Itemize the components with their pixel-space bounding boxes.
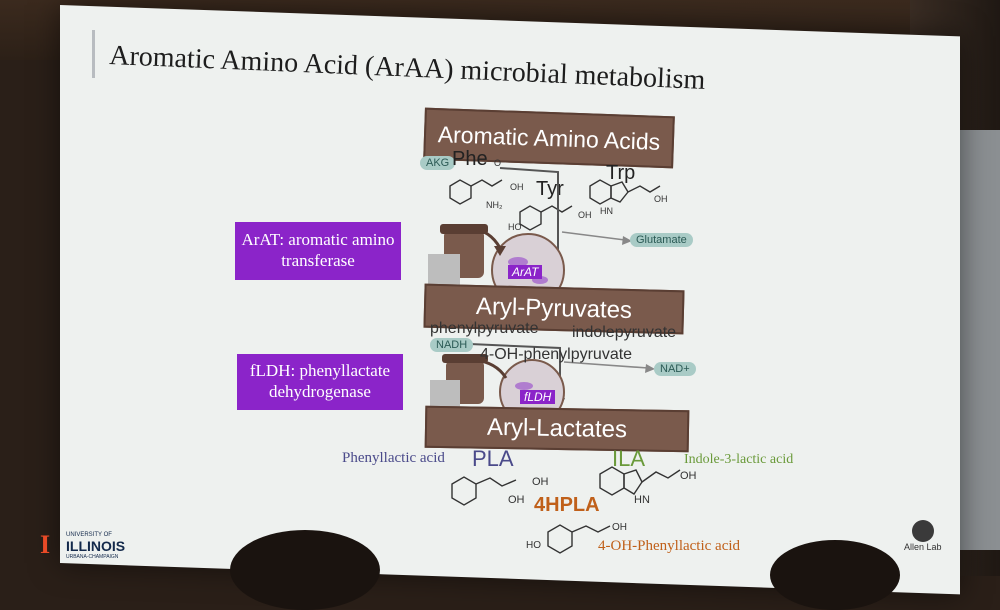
- allen-lab-logo: Allen Lab: [904, 520, 944, 560]
- chem-oh-pla: OH: [532, 476, 549, 488]
- phenyllactic-acid-label: Phenyllactic acid: [342, 450, 445, 467]
- hpla-chain-icon: [572, 526, 610, 532]
- glutamate-pill: Glutamate: [630, 233, 693, 247]
- aryl-lactates-box: Aryl-Lactates: [425, 406, 690, 453]
- fldh-enzyme-box: fLDH: phenyllactate dehydrogenase: [237, 354, 403, 410]
- chem-nh2-phe: NH₂: [486, 200, 503, 210]
- univ-big-text: ILLINOIS: [66, 538, 125, 554]
- chem-hn-ila: HN: [634, 494, 650, 506]
- chem-oh-hpla: OH: [612, 522, 627, 533]
- hydroxyphenyllactic-acid-label: 4-OH-Phenyllactic acid: [598, 538, 740, 555]
- arat-enzyme-box: ArAT: aromatic amino transferase: [235, 222, 401, 280]
- chem-oh-phe: OH: [510, 182, 524, 192]
- hpla-label: 4HPLA: [534, 494, 600, 517]
- lab-name-text: Allen Lab: [904, 542, 942, 552]
- trp-chain-icon: [628, 186, 660, 192]
- tyr-chain-icon: [541, 206, 572, 212]
- tyr-ring-icon: [520, 206, 541, 230]
- pla-ring-icon: [452, 477, 476, 505]
- univ-sub-text: URBANA-CHAMPAIGN: [66, 554, 118, 560]
- audience-head-left: [230, 530, 380, 610]
- indolepyruvate-label: indolepyruvate: [572, 324, 676, 342]
- ila-label: ILA: [612, 446, 645, 472]
- trp-ring-icon: [590, 180, 611, 204]
- chem-o-phe: O: [494, 158, 501, 168]
- phe-ring-icon: [450, 180, 471, 204]
- trp-pyrrole-icon: [611, 182, 628, 202]
- indole-lactic-acid-label: Indole-3-lactic acid: [684, 452, 793, 468]
- chem-oh-pla2: OH: [508, 494, 525, 506]
- bacteria-organelle3-icon: [515, 382, 533, 390]
- arat-tag: ArAT: [508, 265, 542, 279]
- lab-logo-icon: [912, 520, 934, 542]
- aryl-lactates-label: Aryl-Lactates: [487, 414, 628, 443]
- chem-oh-trp: OH: [654, 194, 668, 204]
- hpla-ring-icon: [548, 525, 572, 553]
- phenylpyruvate-label: phenylpyruvate: [430, 320, 539, 338]
- chem-oh-tyr: OH: [578, 210, 592, 220]
- fldh-enzyme-label: fLDH: phenyllactate dehydrogenase: [250, 361, 390, 401]
- glutamate-arrow-icon: [562, 232, 625, 240]
- hydroxyphenylpyruvate-label: 4-OH-phenylpyruvate: [480, 346, 632, 364]
- phe-chain-icon: [471, 180, 502, 186]
- nadh-pill: NADH: [430, 338, 473, 352]
- illinois-block-i-icon: I: [40, 530, 50, 560]
- chem-ho-hpla: HO: [526, 540, 541, 551]
- nad-pill: NAD+: [654, 362, 696, 376]
- arat-enzyme-label: ArAT: aromatic amino transferase: [241, 230, 394, 270]
- audience-head-right: [770, 540, 900, 610]
- ila-pyrrole-icon: [624, 470, 642, 494]
- ila-chain-icon: [642, 470, 680, 482]
- chem-oh-ila: OH: [680, 470, 697, 482]
- chem-nh-trp: HN: [600, 206, 613, 216]
- pla-chain-icon: [476, 478, 516, 486]
- fldh-tag: fLDH: [520, 390, 555, 404]
- pla-label: PLA: [472, 446, 514, 472]
- chem-ho-tyr: HO: [508, 222, 522, 232]
